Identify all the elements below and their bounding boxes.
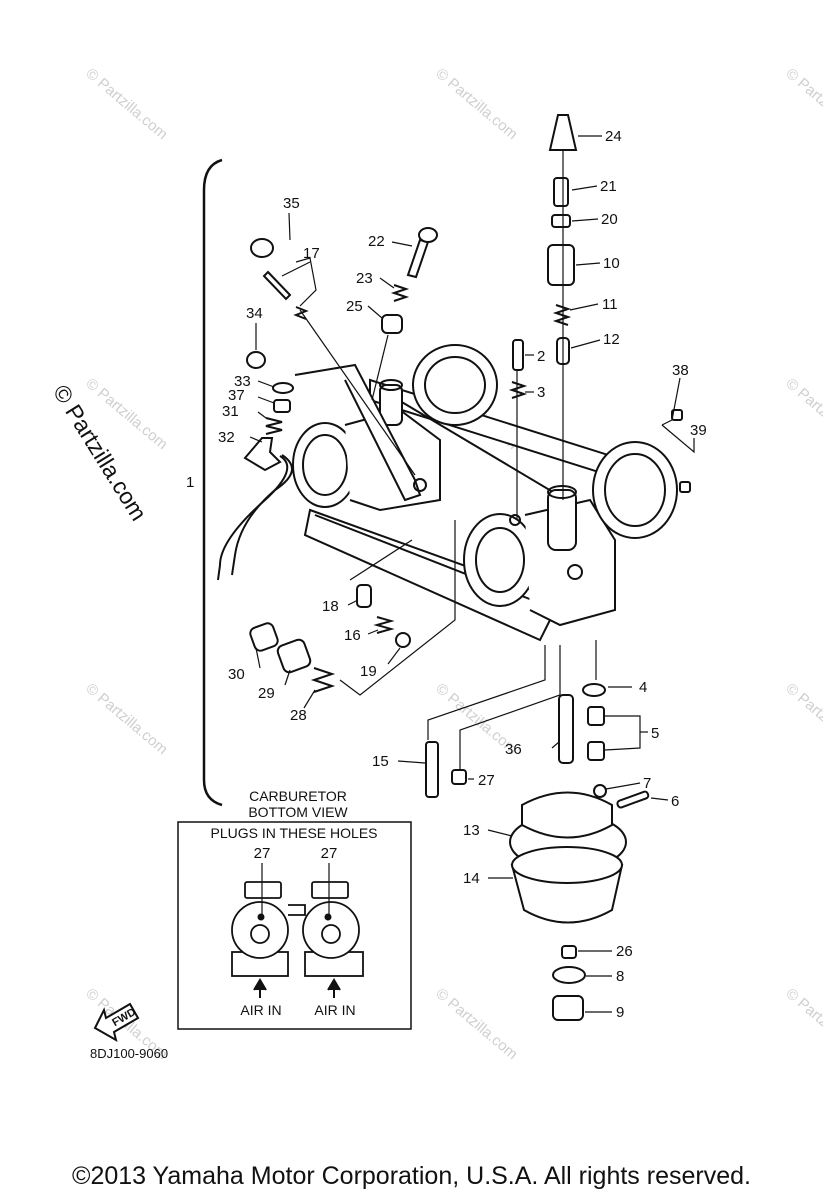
callout-20: 20 [601, 211, 618, 228]
inset-heading-line1: CARBURETOR [249, 788, 347, 804]
callout-10: 10 [603, 255, 620, 272]
callout-25: 25 [346, 298, 363, 315]
air-in-right: AIR IN [314, 1002, 355, 1018]
air-in-left: AIR IN [240, 1002, 281, 1018]
callout-22: 22 [368, 233, 385, 250]
callout-7: 7 [643, 775, 651, 792]
watermark-6: © Partzilla.com [782, 375, 823, 453]
watermark-9: © Partzilla.com [782, 680, 823, 758]
callout-16: 16 [344, 627, 361, 644]
watermark-12: © Partzilla.com [782, 985, 823, 1063]
callout-19: 19 [360, 663, 377, 680]
callout-3: 3 [537, 384, 545, 401]
inset-heading-line2: BOTTOM VIEW [248, 804, 348, 820]
carburetor-body [292, 344, 678, 642]
watermark-2: © Partzilla.com [432, 65, 520, 143]
watermark-3: © Partzilla.com [782, 65, 823, 143]
callout-18: 18 [322, 598, 339, 615]
callout-12: 12 [603, 331, 620, 348]
callout-15: 15 [372, 753, 389, 770]
inset-box-title: PLUGS IN THESE HOLES [210, 825, 377, 841]
callout-36: 36 [505, 741, 522, 758]
plug-hole-right [324, 913, 332, 921]
watermark-1: © Partzilla.com [82, 65, 170, 143]
assembly-bracket [202, 158, 223, 807]
inset-plug-ref-right: 27 [321, 845, 338, 862]
inset-box [177, 821, 412, 1030]
copyright-notice: ©2013 Yamaha Motor Corporation, U.S.A. A… [72, 1162, 751, 1190]
callout-14: 14 [463, 870, 480, 887]
parts-drawings [217, 114, 691, 1021]
callout-28: 28 [290, 707, 307, 724]
watermark-7: © Partzilla.com [82, 680, 170, 758]
callout-35: 35 [283, 195, 300, 212]
callout-5: 5 [651, 725, 659, 742]
callout-30: 30 [228, 666, 245, 683]
watermark-11: © Partzilla.com [432, 985, 520, 1063]
callout-29: 29 [258, 685, 275, 702]
callout-38: 38 [672, 362, 689, 379]
callout-24: 24 [605, 128, 622, 145]
callout-6: 6 [671, 793, 679, 810]
callout-37: 37 [228, 387, 245, 404]
callout-23: 23 [356, 270, 373, 287]
leader-lines [249, 135, 695, 1013]
callout-17: 17 [303, 245, 320, 262]
callout-8: 8 [616, 968, 624, 985]
callout-39: 39 [690, 422, 707, 439]
callout-21: 21 [600, 178, 617, 195]
plug-hole-left [257, 913, 265, 921]
callout-11: 11 [602, 296, 618, 313]
inset-plug-ref-left: 27 [254, 845, 271, 862]
callout-numbers: 1 2 3 4 5 6 7 8 9 10 11 12 13 14 15 16 1… [186, 128, 707, 1021]
bottom-view-inset: CARBURETOR BOTTOM VIEW PLUGS IN THESE HO… [177, 788, 412, 1030]
callout-32: 32 [218, 429, 235, 446]
callout-13: 13 [463, 822, 480, 839]
callout-31: 31 [222, 403, 239, 420]
callout-9: 9 [616, 1004, 624, 1021]
callout-4: 4 [639, 679, 647, 696]
diagram-code: 8DJ100-9060 [90, 1046, 169, 1061]
callout-27: 27 [478, 772, 495, 789]
callout-26: 26 [616, 943, 633, 960]
callout-2: 2 [537, 348, 545, 365]
callout-34: 34 [246, 305, 263, 322]
callout-33: 33 [234, 373, 251, 390]
callout-1: 1 [186, 474, 194, 491]
